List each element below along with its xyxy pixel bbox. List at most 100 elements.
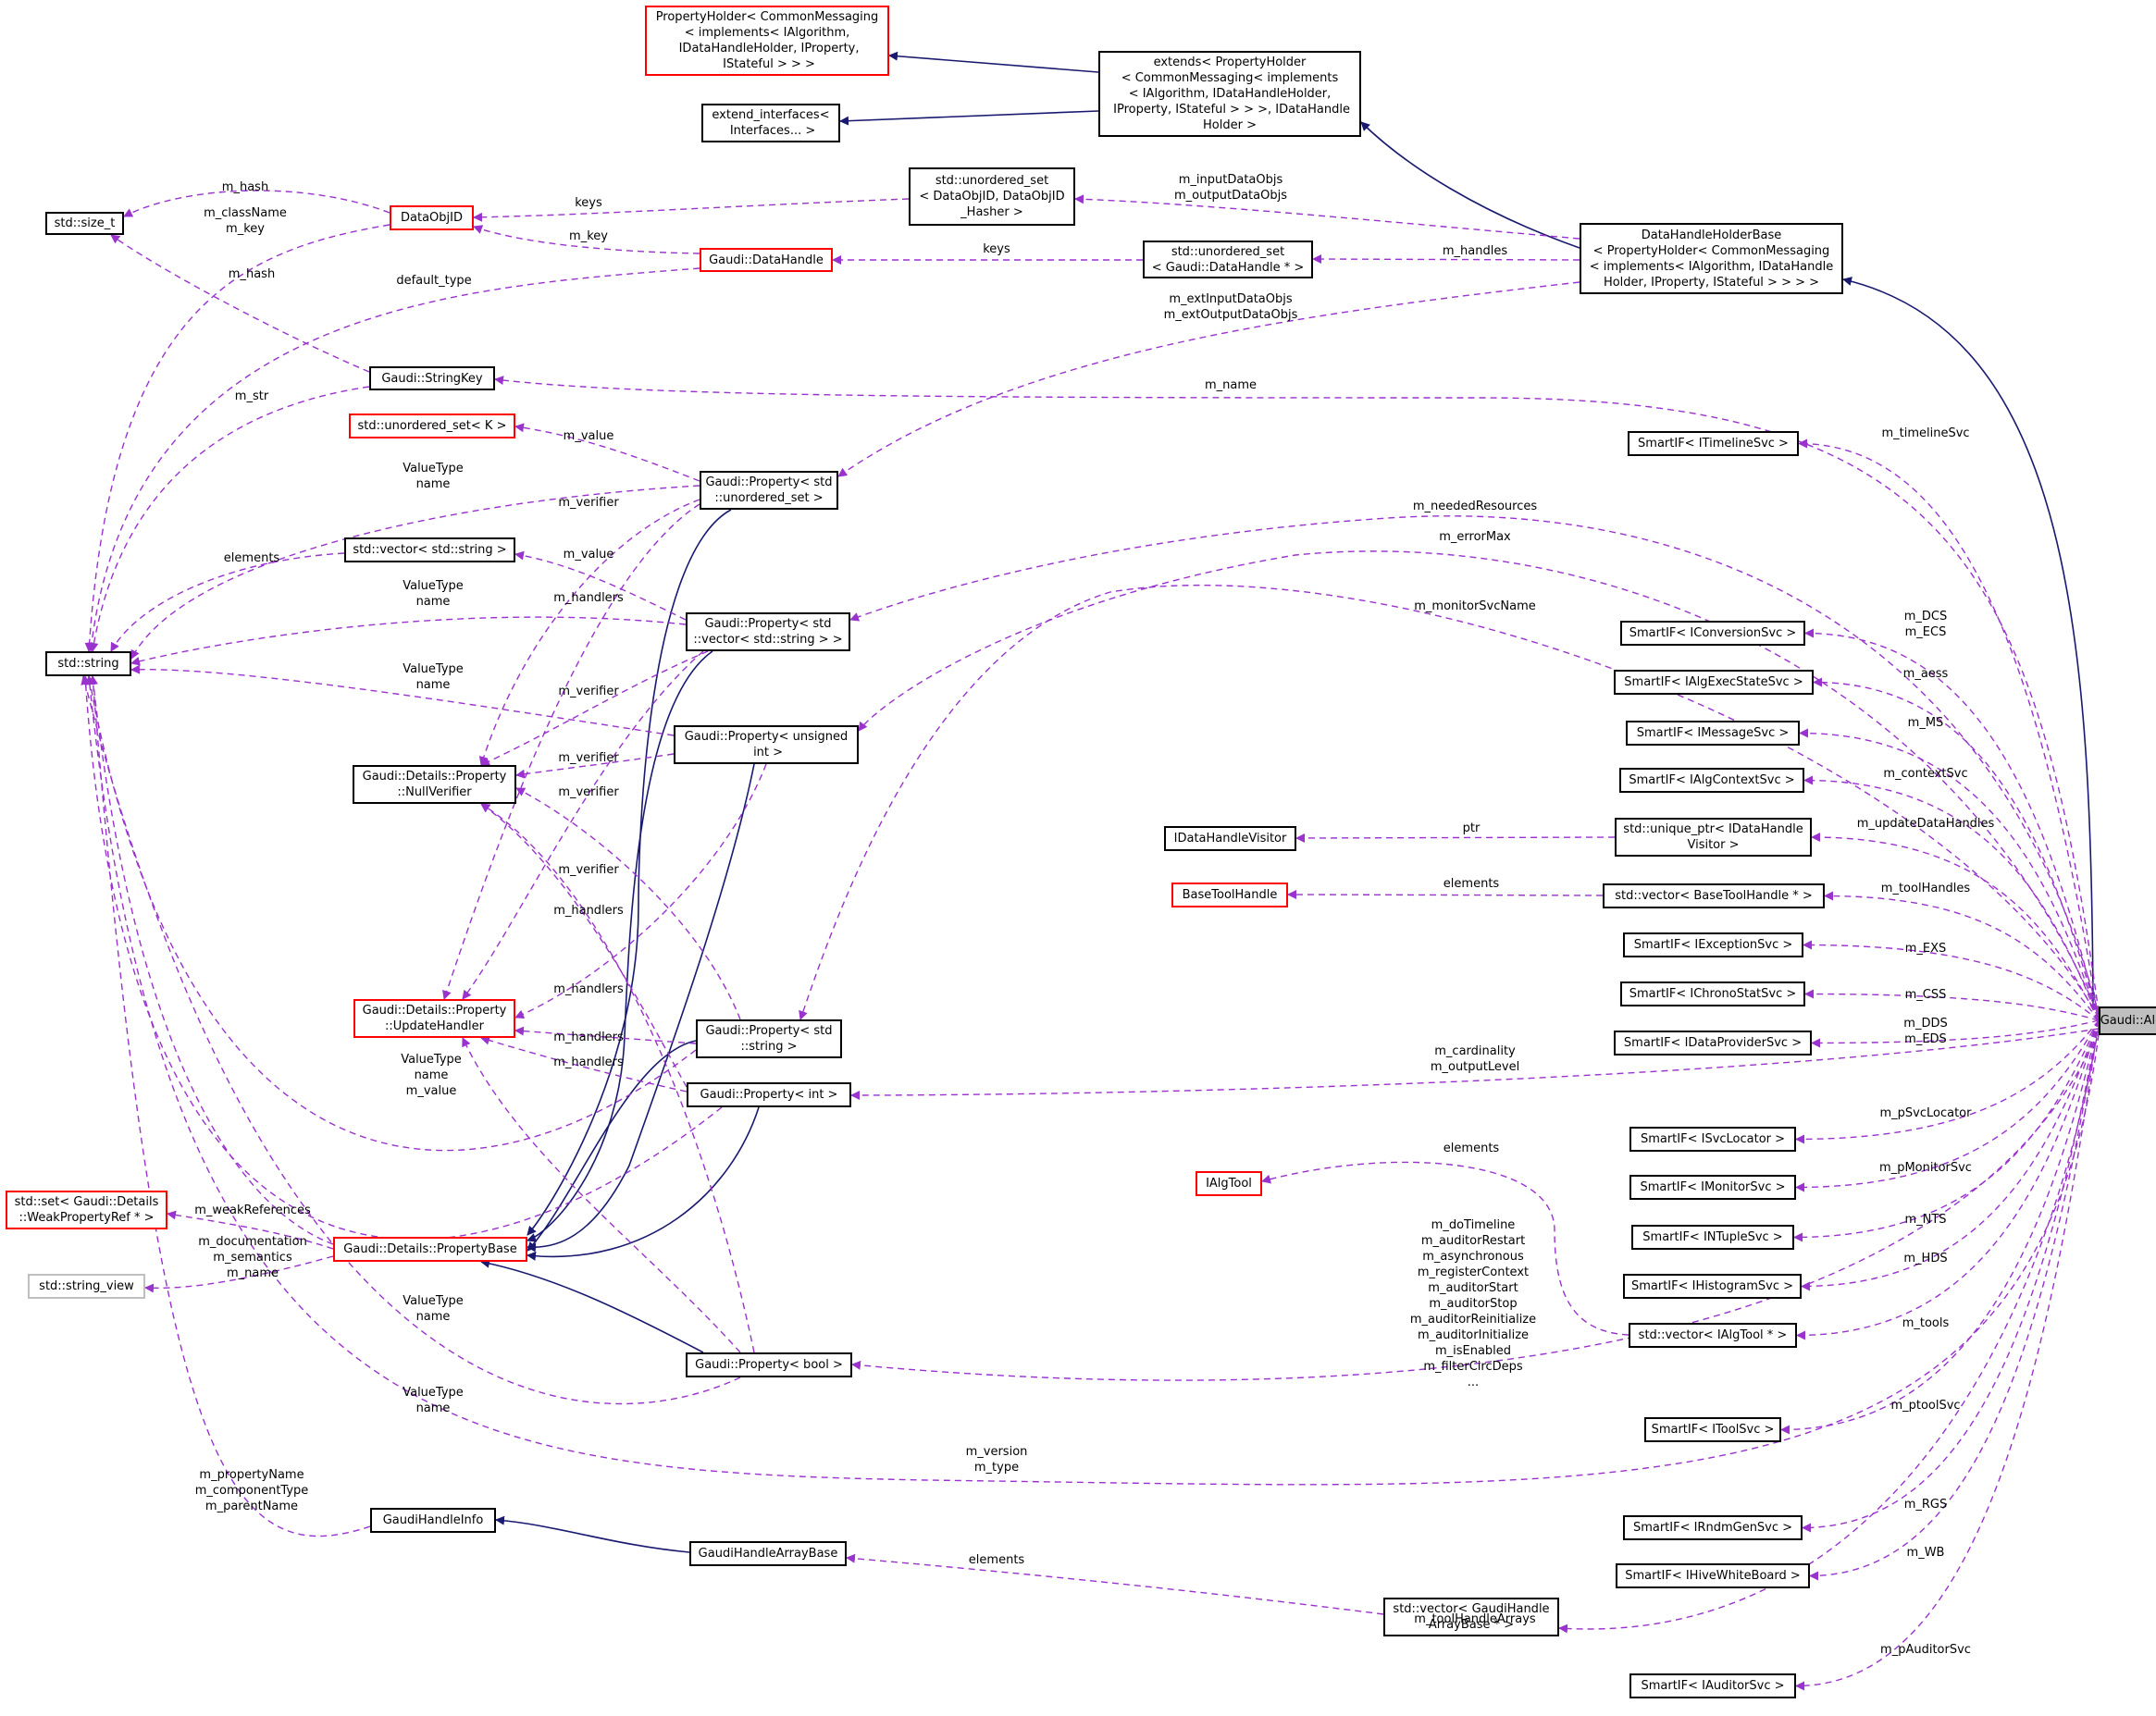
edge-label: m_ptoolSvc — [1890, 1399, 1961, 1413]
class-node-usetk[interactable]: std::unordered_set< K > — [349, 414, 515, 438]
inherit-propstr-pb — [527, 1040, 697, 1252]
class-node-updh[interactable]: Gaudi::Details::Property ::UpdateHandler — [353, 999, 515, 1038]
class-node-si-exc[interactable]: SmartIF< IExceptionSvc > — [1623, 932, 1803, 957]
inherit-propint-pb — [527, 1106, 760, 1261]
usage-propbool-stdstring — [81, 675, 741, 1405]
usage-propuint-stdstring — [130, 664, 675, 736]
usage-alg-stringkey — [494, 376, 2100, 1013]
class-node-si-ntuple[interactable]: SmartIF< INTupleSvc > — [1631, 1225, 1794, 1250]
class-node-idhv[interactable]: IDataHandleVisitor — [1164, 826, 1296, 851]
class-node-stringkey[interactable]: Gaudi::StringKey — [369, 366, 495, 390]
class-node-prop-int[interactable]: Gaudi::Property< int > — [687, 1082, 851, 1107]
class-node-si-dp[interactable]: SmartIF< IDataProviderSvc > — [1614, 1031, 1812, 1056]
usage-alg-propbool — [851, 1031, 2100, 1381]
inherit-propuint-pb — [527, 763, 755, 1253]
edge-label: m_handlers — [553, 904, 624, 918]
class-node-nullver[interactable]: Gaudi::Details::Property ::NullVerifier — [353, 765, 516, 804]
class-node-vecstr[interactable]: std::vector< std::string > — [344, 537, 515, 562]
usage-propvec-updh — [462, 650, 704, 1000]
edge-label: ValueType name — [403, 1294, 464, 1324]
edge-label: ValueType name — [403, 579, 464, 609]
class-node-uptr[interactable]: std::unique_ptr< IDataHandle Visitor > — [1615, 818, 1812, 857]
edge-label: m_updateDataHandles — [1856, 817, 1995, 831]
class-node-si-msg[interactable]: SmartIF< IMessageSvc > — [1626, 721, 1800, 746]
class-node-vec-bth[interactable]: std::vector< BaseToolHandle * > — [1603, 883, 1825, 908]
class-node-propbase[interactable]: Gaudi::Details::PropertyBase — [333, 1237, 527, 1262]
class-node-uset-doid[interactable]: std::unordered_set < DataObjID, DataObjI… — [909, 167, 1075, 226]
edge-label: m_key — [569, 229, 608, 243]
class-node-prop-uset[interactable]: Gaudi::Property< std ::unordered_set > — [700, 471, 838, 510]
class-node-vec-ghab[interactable]: std::vector< GaudiHandle ArrayBase * > — [1383, 1598, 1559, 1636]
edge-label: m_toolHandles — [1880, 882, 1971, 895]
class-node-datahandle[interactable]: Gaudi::DataHandle — [700, 248, 833, 272]
edge-label: m_className m_key — [204, 206, 287, 236]
inherit-ext-extif — [839, 110, 1099, 126]
usage-propuset-nullver — [478, 499, 700, 766]
edge-label: m_toolHandleArrays — [1414, 1612, 1536, 1626]
class-node-prop-vec[interactable]: Gaudi::Property< std ::vector< std::stri… — [686, 612, 850, 651]
class-node-ghi[interactable]: GaudiHandleInfo — [370, 1508, 496, 1533]
class-node-si-tool[interactable]: SmartIF< IToolSvc > — [1644, 1417, 1781, 1442]
class-node-si-aexec[interactable]: SmartIF< IAlgExecStateSvc > — [1614, 670, 1814, 695]
class-node-si-rndm[interactable]: SmartIF< IRndmGenSvc > — [1623, 1515, 1803, 1540]
class-node-vec-iat[interactable]: std::vector< IAlgTool * > — [1629, 1323, 1797, 1348]
class-node-prop-uint[interactable]: Gaudi::Property< unsigned int > — [674, 725, 859, 764]
class-node-uset-dh[interactable]: std::unordered_set < Gaudi::DataHandle *… — [1143, 241, 1313, 278]
class-node-algorithm[interactable]: Gaudi::Algorithm — [2099, 1006, 2156, 1035]
class-node-extif[interactable]: extend_interfaces< Interfaces... > — [701, 104, 840, 142]
usage-alg-si-msg — [1799, 728, 2100, 1021]
class-node-dhhb[interactable]: DataHandleHolderBase < PropertyHolder< C… — [1580, 223, 1843, 294]
usage-alg-si-chrono — [1804, 989, 2100, 1021]
class-node-si-aud[interactable]: SmartIF< IAuditorSvc > — [1629, 1673, 1796, 1698]
class-node-dataobjid[interactable]: DataObjID — [390, 205, 474, 230]
edge-label: m_RGS — [1903, 1498, 1948, 1512]
usage-alg-si-rndm — [1802, 1019, 2100, 1533]
usage-propvec-vecstr — [514, 550, 687, 621]
edge-label: m_inputDataObjs m_outputDataObjs — [1174, 173, 1287, 203]
usage-propuset-usetk — [514, 423, 700, 482]
class-node-si-conv[interactable]: SmartIF< IConversionSvc > — [1620, 621, 1805, 646]
class-node-setwpr[interactable]: std::set< Gaudi::Details ::WeakPropertyR… — [6, 1191, 167, 1229]
class-node-si-actx[interactable]: SmartIF< IAlgContextSvc > — [1619, 768, 1804, 793]
edge-label: m_pAuditorSvc — [1880, 1643, 1971, 1657]
class-node-si-mon[interactable]: SmartIF< IMonitorSvc > — [1629, 1175, 1796, 1200]
class-node-si-timeline[interactable]: SmartIF< ITimelineSvc > — [1628, 431, 1799, 456]
class-node-prop-str[interactable]: Gaudi::Property< std ::string > — [696, 1019, 842, 1058]
edge-label: m_contextSvc — [1883, 767, 1968, 781]
class-node-basetool[interactable]: BaseToolHandle — [1171, 883, 1288, 907]
class-node-si-svcloc[interactable]: SmartIF< ISvcLocator > — [1629, 1127, 1796, 1152]
edge-label: m_tools — [1902, 1316, 1950, 1330]
class-node-si-chrono[interactable]: SmartIF< IChronoStatSvc > — [1620, 981, 1805, 1006]
usage-datahandle-stdstring — [87, 267, 700, 652]
class-node-si-hwb[interactable]: SmartIF< IHiveWhiteBoard > — [1616, 1563, 1810, 1588]
edge-label: m_verifier — [558, 863, 619, 877]
edge-label: keys — [575, 196, 602, 210]
edge-label: ptr — [1462, 821, 1481, 835]
inherit-ext-ph — [888, 51, 1099, 73]
usage-propint-nullver — [480, 803, 688, 1088]
class-node-prop-bool[interactable]: Gaudi::Property< bool > — [686, 1352, 852, 1377]
usage-alg-si-exc — [1803, 940, 2100, 1021]
usage-alg-uptr — [1811, 833, 2100, 1021]
inherit-alg-dhhb — [1842, 277, 2094, 1007]
class-node-ph[interactable]: PropertyHolder< CommonMessaging < implem… — [645, 6, 889, 76]
usage-alg-si-hist — [1801, 1019, 2100, 1291]
usage-propvec-stdstring — [130, 616, 687, 666]
edge-label: elements — [223, 551, 280, 565]
class-node-sizet[interactable]: std::size_t — [45, 212, 124, 235]
usage-usetdoid-dataobjid — [473, 198, 910, 222]
edge-label: m_doTimeline m_auditorRestart m_asynchro… — [1409, 1218, 1537, 1389]
class-node-si-hist[interactable]: SmartIF< IHistogramSvc > — [1623, 1274, 1802, 1299]
usage-alg-propint — [850, 1028, 2100, 1100]
class-node-stdstring[interactable]: std::string — [45, 651, 131, 676]
class-node-ialgtool[interactable]: IAlgTool — [1196, 1171, 1262, 1196]
class-node-ghab[interactable]: GaudiHandleArrayBase — [689, 1541, 847, 1566]
usage-dataobjid-sizet — [123, 190, 390, 217]
edge-label: m_propertyName m_componentType m_parentN… — [194, 1468, 309, 1513]
class-node-ext[interactable]: extends< PropertyHolder < CommonMessagin… — [1098, 51, 1361, 137]
edge-label: m_pSvcLocator — [1879, 1106, 1972, 1120]
class-node-strview[interactable]: std::string_view — [28, 1274, 145, 1299]
edge-label: m_name — [1204, 378, 1258, 392]
usage-propuint-updh — [514, 763, 767, 1019]
usage-stringkey-sizet — [110, 234, 370, 373]
